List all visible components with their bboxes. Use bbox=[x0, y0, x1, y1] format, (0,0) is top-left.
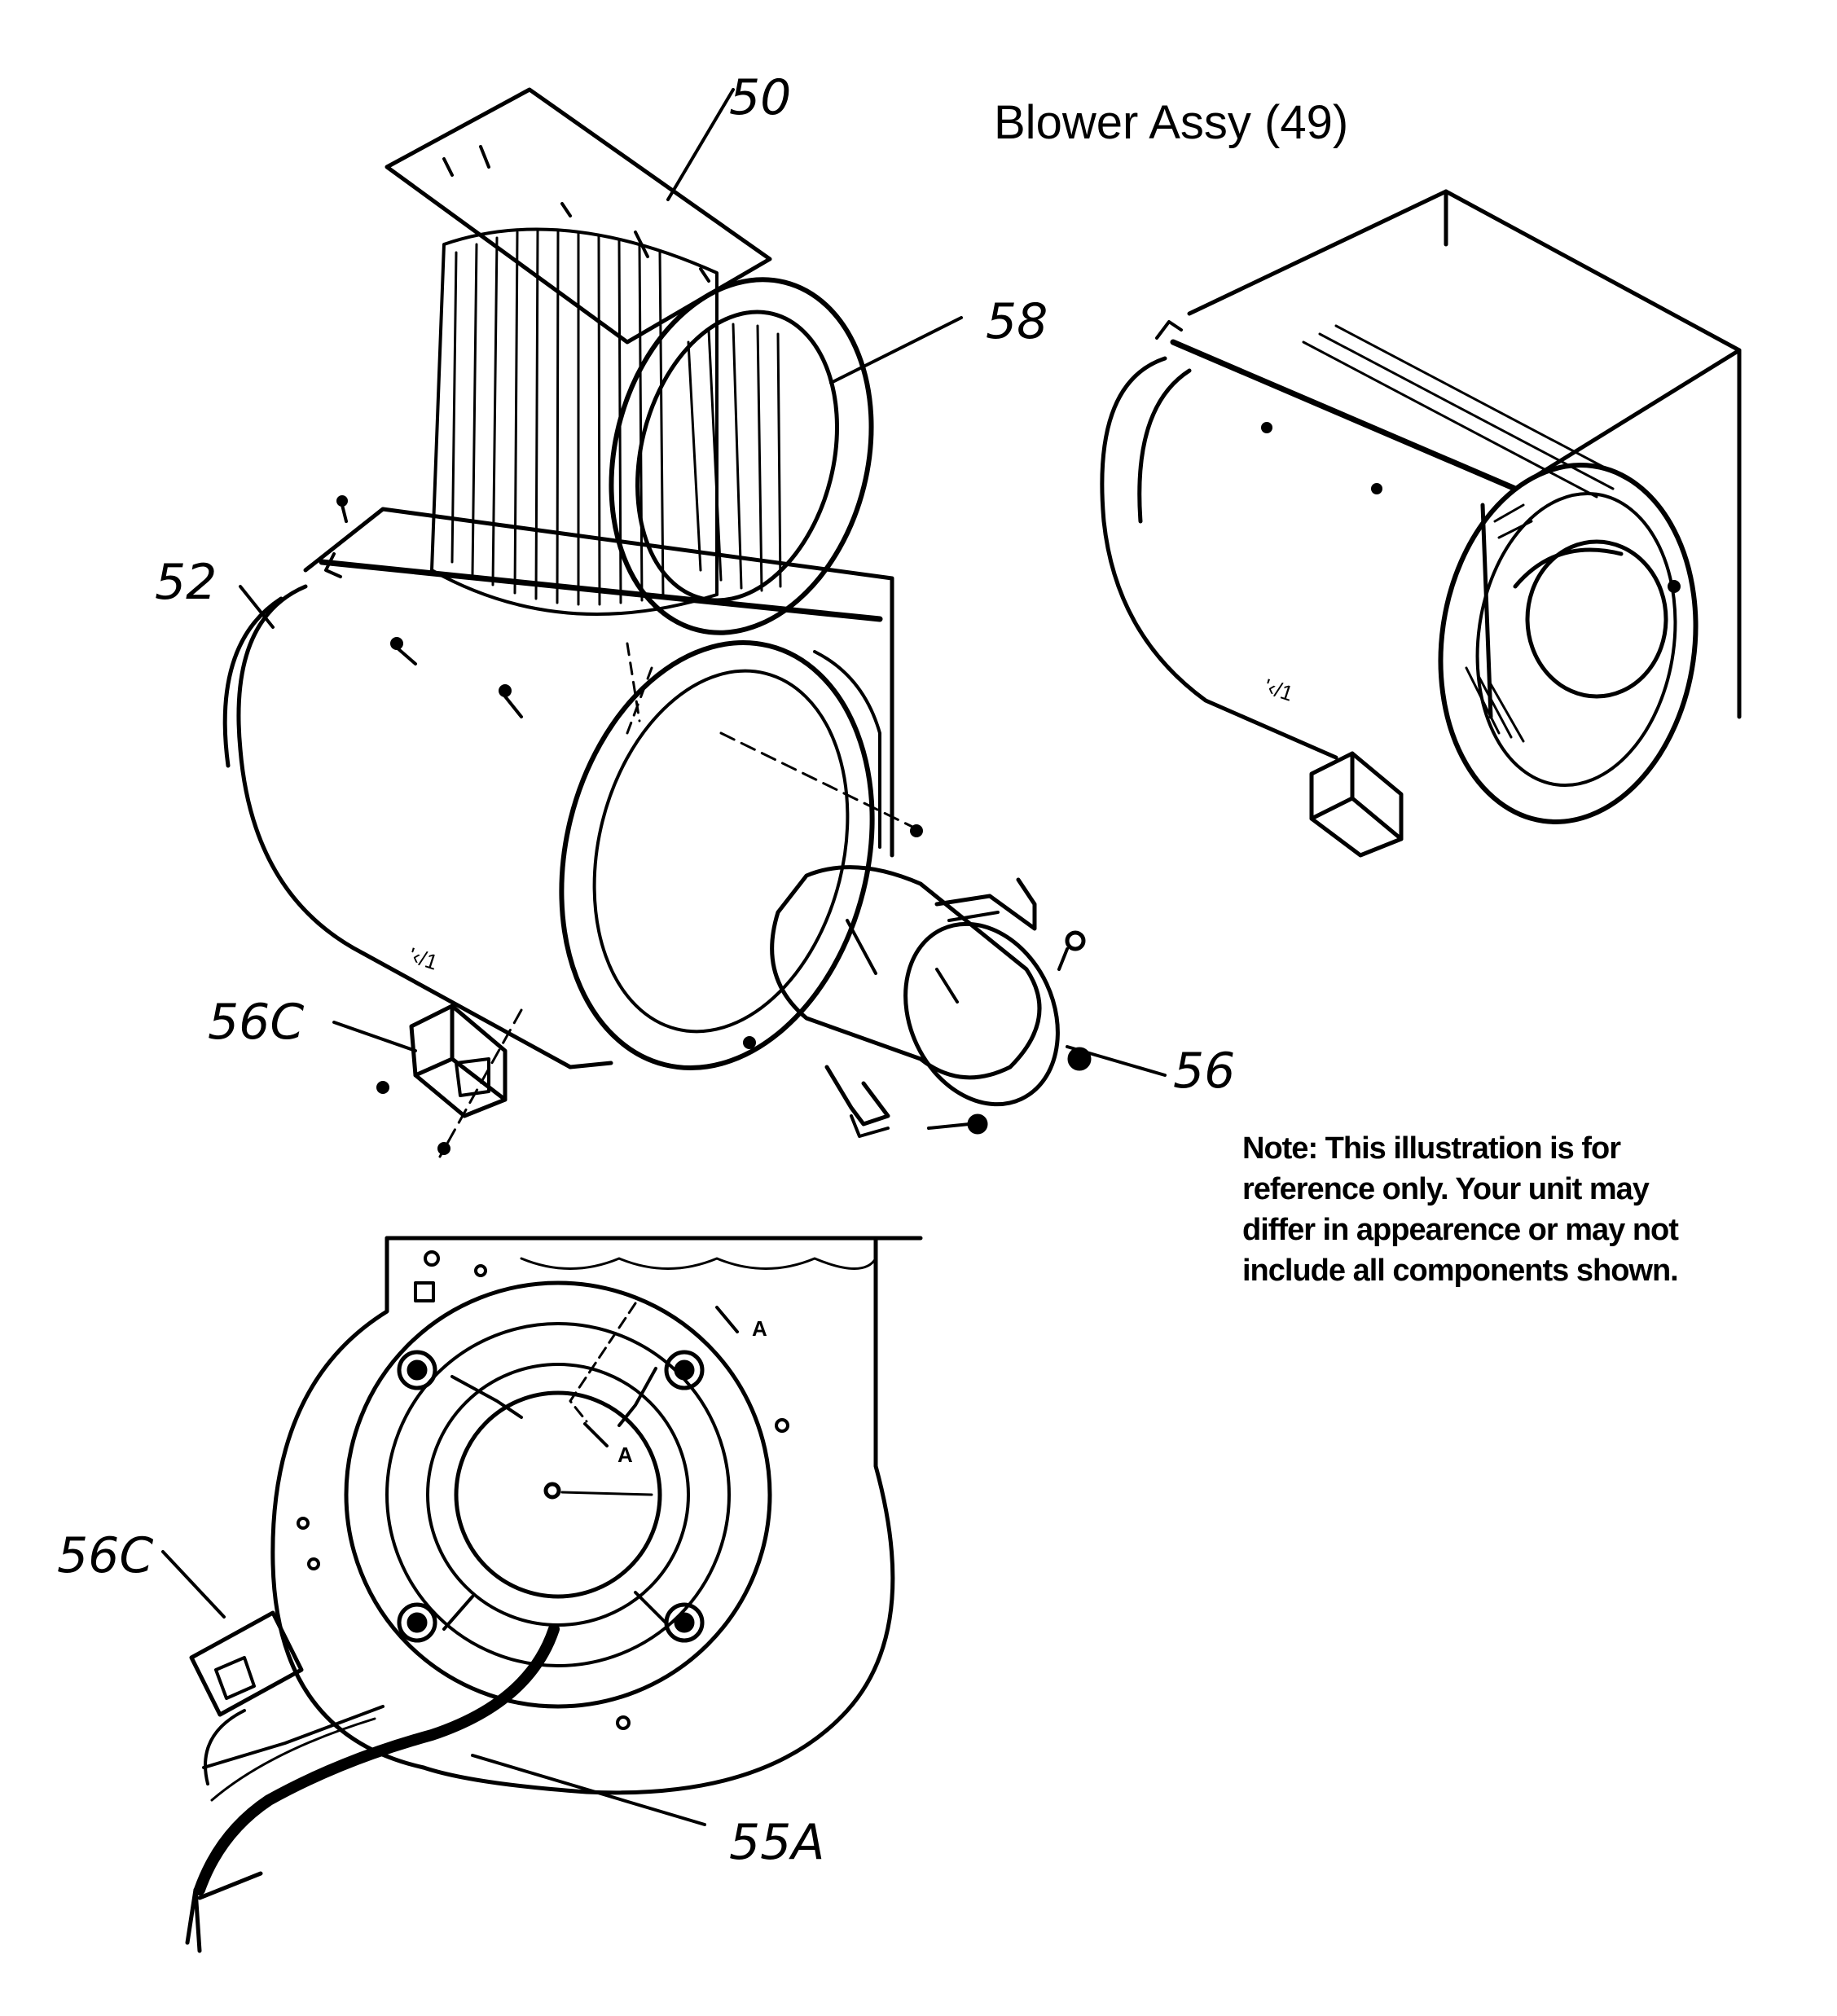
note-line-4: include all components shown. bbox=[1242, 1254, 1679, 1288]
rear-view: A A bbox=[161, 1236, 923, 1953]
part-56c-capacitor-top bbox=[409, 1004, 508, 1118]
callout-56c-top: 56C bbox=[208, 994, 304, 1051]
note-line-3: differ in appearence or may not bbox=[1242, 1213, 1679, 1247]
callout-56: 56 bbox=[1173, 1043, 1235, 1100]
reference-note: Note: This illustration is for reference… bbox=[1242, 1128, 1764, 1291]
svg-text:'‹/1: '‹/1 bbox=[406, 942, 441, 974]
section-mark-a1: A bbox=[752, 1316, 767, 1341]
section-mark-a2: A bbox=[617, 1443, 633, 1467]
diagram-title: Blower Assy (49) bbox=[994, 96, 1348, 149]
callout-56c-bottom: 56C bbox=[57, 1527, 153, 1584]
assembled-view: '‹/1 bbox=[1100, 189, 1742, 858]
callout-leaders-exploded bbox=[239, 88, 1167, 1077]
note-line-1: Note: This illustration is for bbox=[1242, 1131, 1621, 1166]
note-line-2: reference only. Your unit may bbox=[1242, 1172, 1650, 1206]
part-56-motor bbox=[770, 865, 1092, 1138]
callout-50: 50 bbox=[729, 69, 791, 126]
motor-mount-grommets bbox=[397, 1350, 705, 1643]
part-52-scroll-housing: '‹/1 bbox=[222, 495, 923, 1158]
part-58-blower-wheel bbox=[430, 227, 874, 635]
callout-52: 52 bbox=[155, 554, 217, 611]
callout-55a: 55A bbox=[729, 1814, 824, 1871]
wiring-harness bbox=[185, 1623, 560, 1953]
svg-text:'‹/1: '‹/1 bbox=[1261, 674, 1296, 705]
part-50-cutoff-plate bbox=[385, 87, 772, 345]
callout-leaders-rear bbox=[161, 1550, 706, 1826]
exploded-view: '‹/1 bbox=[222, 87, 1167, 1158]
callout-58: 58 bbox=[986, 293, 1048, 350]
callout-labels: 50 58 52 56C 56 56C 55A bbox=[57, 69, 1235, 1871]
